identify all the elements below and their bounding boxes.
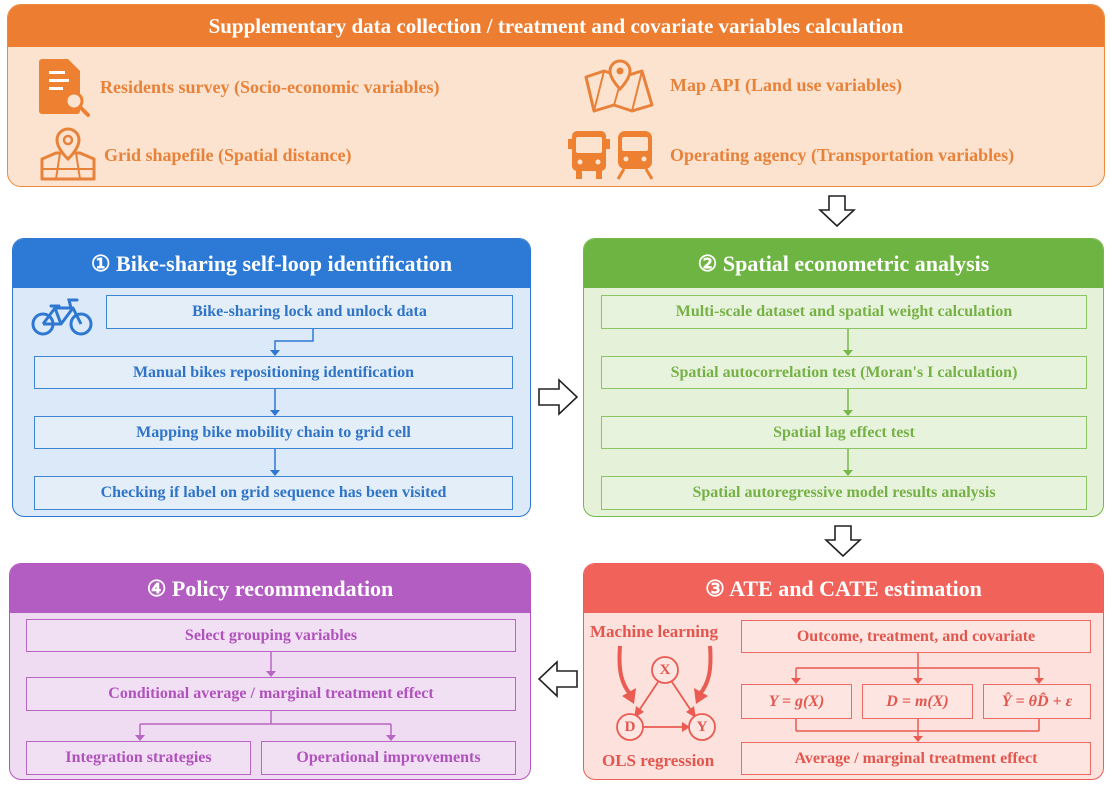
treatment-effect-step: Average / marginal treatment effect [741, 742, 1091, 775]
conditional-effect-step: Conditional average / marginal treatment… [26, 677, 516, 711]
ate-cate-panel: ③ ATE and CATE estimation Machine learni… [583, 563, 1104, 780]
panel3-connectors [791, 653, 1044, 742]
bicycle-icon [31, 298, 93, 336]
residual-equation: Ŷ = θD̂ + ε [983, 684, 1091, 719]
outcome-treatment-step: Outcome, treatment, and covariate [741, 620, 1091, 653]
integration-strategies-box: Integration strategies [26, 741, 251, 775]
document-search-icon [39, 59, 90, 117]
machine-learning-label: Machine learning [590, 622, 718, 641]
panel3-title: ③ ATE and CATE estimation [584, 564, 1103, 613]
self-loop-identification-panel: ① Bike-sharing self-loop identification … [12, 238, 531, 517]
treatment-equation: D = m(X) [862, 684, 973, 719]
down-arrow-icon [817, 195, 857, 228]
node-y: Y [696, 718, 708, 735]
operating-agency-label: Operating agency (Transportation variabl… [670, 145, 1015, 165]
data-collection-panel: Supplementary data collection / treatmen… [7, 4, 1105, 187]
node-x: X [659, 661, 671, 678]
grid-map-icon [40, 127, 96, 181]
outcome-equation: Y = g(X) [741, 684, 852, 719]
causal-graph [616, 645, 716, 741]
map-pin-icon [584, 59, 654, 113]
lock-unlock-data-step: Bike-sharing lock and unlock data [106, 295, 513, 329]
ols-regression-label: OLS regression [602, 751, 715, 770]
grid-shapefile-label: Grid shapefile (Spatial distance) [104, 145, 352, 165]
bus-train-icon [568, 131, 654, 180]
right-arrow-icon [538, 378, 579, 416]
visited-check-step: Checking if label on grid sequence has b… [34, 476, 513, 510]
policy-recommendation-panel: ④ Policy recommendation Select grouping … [9, 563, 531, 780]
spatial-econometric-panel: ② Spatial econometric analysis Multi-sca… [583, 238, 1104, 517]
repositioning-step: Manual bikes repositioning identificatio… [34, 356, 513, 389]
spatial-weight-step: Multi-scale dataset and spatial weight c… [601, 295, 1087, 329]
panel1-title: ① Bike-sharing self-loop identification [13, 239, 530, 288]
map-api-label: Map API (Land use variables) [670, 75, 903, 95]
node-d: D [624, 718, 636, 735]
mapping-step: Mapping bike mobility chain to grid cell [34, 416, 513, 449]
grouping-variables-step: Select grouping variables [26, 619, 516, 652]
panel4-connectors [135, 652, 396, 741]
data-collection-title: Supplementary data collection / treatmen… [8, 5, 1104, 47]
spatial-lag-step: Spatial lag effect test [601, 416, 1087, 449]
panel1-connectors [270, 329, 314, 476]
panel2-connectors [843, 329, 853, 476]
moran-test-step: Spatial autocorrelation test (Moran's I … [601, 356, 1087, 389]
residents-survey-label: Residents survey (Socio-economic variabl… [100, 77, 440, 97]
down-arrow-icon [823, 525, 863, 558]
autoregressive-step: Spatial autoregressive model results ana… [601, 476, 1087, 510]
operational-improvements-box: Operational improvements [261, 741, 516, 775]
left-arrow-icon [537, 660, 578, 698]
panel2-title: ② Spatial econometric analysis [584, 239, 1103, 288]
panel4-title: ④ Policy recommendation [10, 564, 530, 613]
